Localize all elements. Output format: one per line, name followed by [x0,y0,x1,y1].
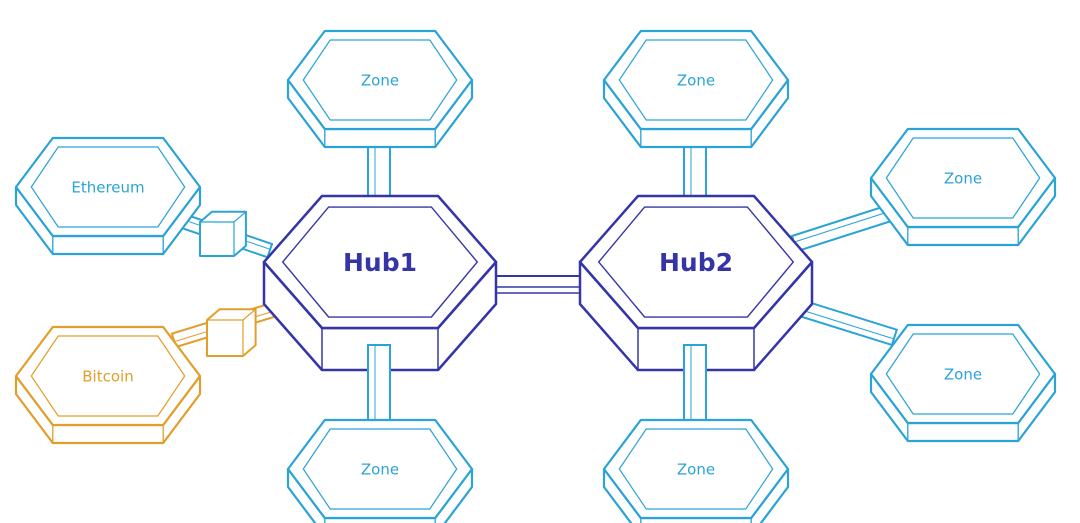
connector-hub2-bottom-zone [683,344,707,431]
hub1-node[interactable]: Hub1 [262,194,498,372]
node-label: Ethereum [71,179,144,197]
zone-hub1-top-node[interactable]: Zone [286,29,474,149]
zone-hub2-right-lower-node[interactable]: Zone [869,323,1057,443]
hub2-node[interactable]: Hub2 [578,194,814,372]
node-label: Zone [361,461,399,479]
zone-hub2-bottom-node[interactable]: Zone [602,418,790,523]
node-label: Zone [361,72,399,90]
zone-hub2-right-upper-node[interactable]: Zone [869,127,1057,247]
node-label: Zone [677,461,715,479]
node-label: Hub1 [343,248,417,277]
node-label: Zone [677,72,715,90]
bitcoin-node[interactable]: Bitcoin [14,325,202,445]
zone-hub2-top-node[interactable]: Zone [602,29,790,149]
node-label: Zone [944,366,982,384]
link-hub1-hub2 [491,275,585,294]
node-label: Hub2 [659,248,733,277]
node-label: Zone [944,170,982,188]
ethereum-node[interactable]: Ethereum [14,136,202,256]
node-label: Bitcoin [82,368,133,386]
connector-hub1-bottom-zone [367,344,391,431]
zone-hub1-bottom-node[interactable]: Zone [286,418,474,523]
